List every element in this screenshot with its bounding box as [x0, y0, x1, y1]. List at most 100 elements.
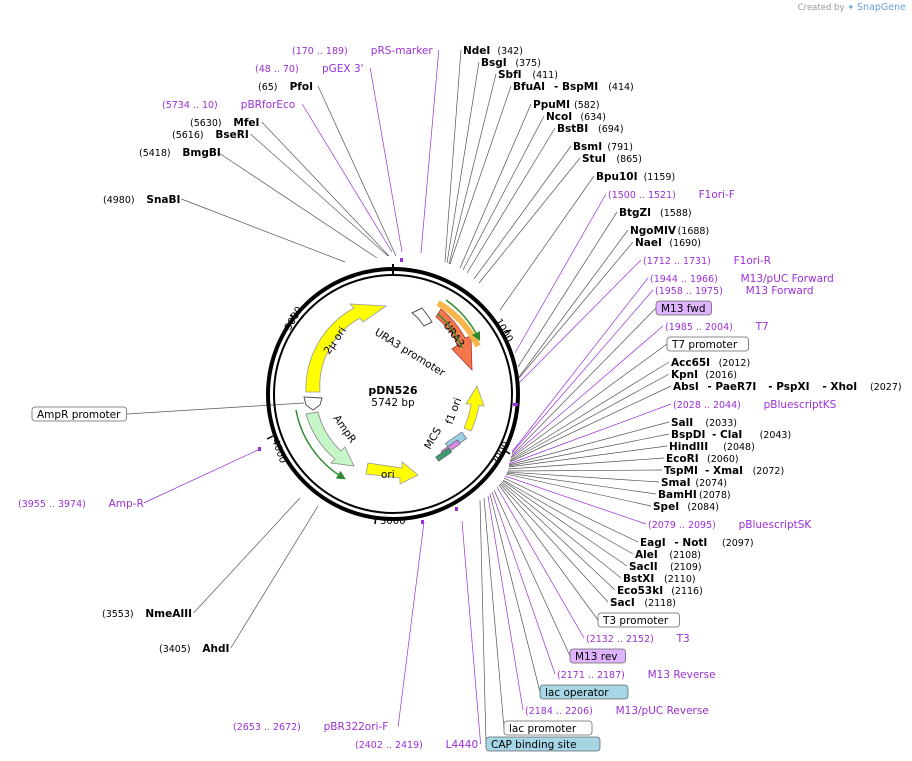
name-text: AhdI — [202, 643, 229, 655]
plasmid-name: pDN526 — [368, 384, 418, 397]
primer-label: (3955 .. 3974)Amp-R — [18, 498, 144, 510]
site-label: SacII (2109) — [629, 561, 702, 573]
position-text: (414) — [608, 82, 634, 93]
site-label: TspMI- XmaI(2072) — [664, 465, 784, 477]
leader-line — [503, 477, 639, 543]
name-text: SacII — [629, 561, 658, 573]
position-text: (2402 .. 2419) — [355, 740, 423, 751]
ampr-orf-line — [295, 409, 346, 480]
name-text: BtgZI — [619, 207, 651, 219]
position-text: (2043) — [760, 430, 792, 441]
leader-line — [483, 497, 505, 729]
tick-label-3000: 3000 — [380, 516, 405, 527]
leader-line — [489, 493, 541, 693]
leader-line — [518, 241, 634, 379]
position-text: (2027) — [870, 382, 902, 393]
feature-label: T3 promoter — [597, 612, 680, 628]
name-text: KpnI — [671, 369, 698, 381]
name-text: SalI — [671, 417, 693, 429]
name-text: BfuAI — [513, 81, 545, 93]
name-text: AbsI — [673, 381, 699, 393]
primer-label: (170 .. 189)pRS-marker — [292, 45, 433, 57]
leader-line — [126, 402, 305, 415]
position-text: (2171 .. 2187) — [557, 670, 625, 681]
site-label: NaeI(1690) — [635, 237, 701, 249]
feature-mark — [455, 507, 458, 511]
name-text: Amp-R — [109, 498, 144, 510]
leader-line — [509, 373, 670, 462]
site-label: NcoI(634) — [546, 111, 606, 123]
name-text: PpuMI — [533, 99, 570, 111]
position-text: (170 .. 189) — [292, 46, 348, 57]
primer-label: (2079 .. 2095)pBluescriptSK — [648, 519, 812, 531]
f1-ori-arrow — [463, 385, 485, 432]
feature-box — [539, 684, 629, 700]
name-text: EcoRI — [666, 453, 699, 465]
name-text: BsmI — [573, 141, 602, 153]
name-text: MfeI — [233, 117, 259, 129]
position-text: (2033) — [705, 418, 737, 429]
position-text: (5630) — [190, 118, 222, 129]
leader-line — [508, 403, 672, 465]
name-text: pBluescriptKS — [764, 399, 837, 411]
name-text: StuI — [582, 153, 606, 165]
leader-line — [448, 73, 497, 265]
name-text: NgoMIV — [630, 225, 677, 237]
snapgene-logo-icon: ✦ — [847, 3, 855, 13]
name-text: M13/pUC Reverse — [616, 705, 709, 717]
site-label: SmaI(2074) — [661, 477, 727, 489]
site-label: Acc65I(2012) — [671, 357, 750, 369]
name-text: BamHI — [658, 489, 697, 501]
mcs-block — [435, 431, 467, 462]
leader-line — [511, 277, 649, 453]
ampr-label: AmpR — [331, 413, 359, 446]
leader-line — [504, 475, 647, 525]
feature-mark — [421, 520, 424, 524]
position-text: (2118) — [644, 598, 676, 609]
name-text: BstXI — [623, 573, 654, 585]
position-text: (2109) — [670, 562, 702, 573]
site-label: KpnI(2016) — [671, 369, 737, 381]
position-text: (5734 .. 10) — [162, 100, 218, 111]
leader-line — [518, 229, 629, 378]
site-label: BtgZI(1588) — [619, 207, 692, 219]
site-label: PpuMI(582) — [533, 99, 600, 111]
site-label: SpeI(2084) — [653, 501, 719, 513]
position-text: (4980) — [103, 195, 135, 206]
ampr-promoter-arrow — [303, 396, 323, 411]
position-text: (2012) — [719, 358, 751, 369]
name-text: BseRI — [215, 129, 248, 141]
position-text: (2184 .. 2206) — [525, 706, 593, 717]
feature-box-text: T3 promoter — [602, 615, 669, 627]
name-text: - BspMI — [554, 81, 598, 93]
tick-mark — [289, 314, 296, 320]
site-label: SbfI(411) — [498, 69, 558, 81]
tick-label-4000: 4000 — [269, 437, 288, 465]
leader-line — [491, 491, 556, 675]
site-label: EcoRI(2060) — [666, 453, 739, 465]
name-text: BstBI — [557, 123, 588, 135]
leader-line — [446, 61, 480, 264]
leader-line — [479, 499, 487, 745]
tick-mark — [374, 516, 377, 525]
feature-mark — [400, 258, 403, 262]
site-label: BfuAI - BspMI (414) — [513, 81, 634, 93]
site-label: BamHI(2078) — [658, 489, 731, 501]
leader-line — [301, 103, 393, 253]
name-text: NcoI — [546, 111, 572, 123]
name-text: NmeAIII — [145, 608, 192, 620]
site-label: AleI(2108) — [635, 549, 701, 561]
feature-box-text: T7 promoter — [671, 339, 738, 351]
name-text: Eco53kI — [617, 585, 663, 597]
position-text: (865) — [616, 154, 642, 165]
leader-line — [181, 198, 346, 263]
name-text: M13 Forward — [746, 285, 814, 297]
name-text: BsgI — [481, 57, 507, 69]
leader-line — [509, 385, 672, 463]
ura3-orf-line-inner — [437, 313, 463, 349]
leader-line — [473, 145, 572, 280]
leader-line — [420, 49, 440, 254]
position-text: (2653 .. 2672) — [233, 722, 301, 733]
leader-line — [230, 505, 319, 649]
leader-line — [517, 211, 618, 368]
